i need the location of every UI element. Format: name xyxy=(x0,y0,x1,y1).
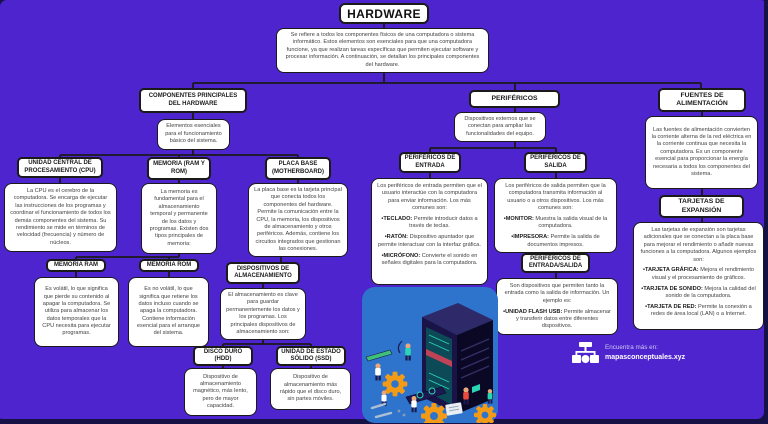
perifericos-salida-desc-node: Los periféricos de salida permiten que l… xyxy=(494,178,617,253)
tarjetas-item-sonido: •TARJETA DE SONIDO: Mejora la calidad de… xyxy=(641,285,756,299)
computer-assembly-illustration xyxy=(362,287,498,424)
worker-figure xyxy=(411,395,417,413)
hardware-title-node: HARDWARE xyxy=(339,3,429,24)
hardware-intro-node: Se refiere a todos los componentes físic… xyxy=(276,28,489,73)
tarjetas-label-node: TARJETAS DE EXPANSIÓN xyxy=(659,195,744,218)
tarjetas-item-red: •TARJETA DE RED: Permite la conexión a r… xyxy=(645,303,752,318)
placa-base-desc-node: La placa base es la tarjeta principal qu… xyxy=(248,183,348,258)
entrada-item-teclado: •TECLADO: Permite introducir datos a tra… xyxy=(381,216,478,230)
gear-icon xyxy=(421,403,447,424)
ssd-label-node: UNIDAD DE ESTADO SÓLIDO (SSD) xyxy=(276,346,346,367)
gear-icon xyxy=(382,371,408,397)
memoria-rom-desc-node: Es no volátil, lo que significa que reti… xyxy=(128,277,209,347)
circuit-board-graphic xyxy=(365,349,393,362)
tarjetas-item-grafica: •TARJETA GRÁFICA: Mejora el rendimiento … xyxy=(643,267,754,281)
memoria-desc-node: La memoria es fundamental para el almace… xyxy=(141,183,217,254)
assembly-illustration xyxy=(362,287,498,424)
memoria-ram-label-node: MEMORIA RAM xyxy=(46,259,106,272)
gear-icon xyxy=(473,403,497,424)
watermark-link[interactable]: mapasconceptuales.xyz xyxy=(605,353,686,361)
tarjetas-desc-text: Las tarjetas de expansión son tarjetas a… xyxy=(640,227,757,263)
pc-tower-graphic xyxy=(422,303,493,414)
ssd-desc-node: Dispositivo de almacenamiento más rápido… xyxy=(270,368,351,410)
entrada-desc-text: Los periféricos de entrada permiten que … xyxy=(377,183,482,212)
entrada-item-microfono: •MICRÓFONO: Convierte el sonido en señal… xyxy=(381,252,478,266)
placa-base-label-node: PLACA BASE (MOTHERBOARD) xyxy=(265,157,331,180)
perifericos-salida-label-node: PERIFÉRICOS DE SALIDA xyxy=(524,152,587,173)
memoria-rom-label-node: MEMORIA ROM xyxy=(139,259,199,272)
perifericos-entrada-desc-node: Los periféricos de entrada permiten que … xyxy=(371,178,488,285)
almacenamiento-label-node: DISPOSITIVOS DE ALMACENAMIENTO xyxy=(226,262,300,284)
watermark-tagline: Encuentra más en: xyxy=(605,343,658,351)
es-item-usb: •UNIDAD FLASH USB: Permite almacenar y t… xyxy=(503,308,611,330)
screw-icon xyxy=(397,409,401,413)
almacenamiento-desc-node: El almacenamiento es clave para guardar … xyxy=(220,288,306,341)
screw-icon xyxy=(402,413,406,417)
entrada-item-raton: •RATÓN: Dispositivo apuntador que permit… xyxy=(378,234,481,248)
hdd-label-node: DISCO DURO (HDD) xyxy=(193,346,253,367)
cpu-label-node: UNIDAD CENTRAL DE PROCESAMIENTO (CPU) xyxy=(17,157,103,178)
fuentes-desc-node: Las fuentes de alimentación convierten l… xyxy=(645,116,758,189)
perifericos-label-node: PERIFÉRICOS xyxy=(469,90,560,108)
tarjetas-desc-node: Las tarjetas de expansión son tarjetas a… xyxy=(633,222,764,330)
worker-figure xyxy=(375,363,381,381)
worker-figure xyxy=(397,340,411,361)
wrench-icon xyxy=(370,402,393,419)
hdd-desc-node: Dispositivo de almacenamiento magnético,… xyxy=(184,368,257,416)
salida-item-monitor: •MONITOR: Muestra la salida visual de la… xyxy=(503,216,608,230)
es-desc-text: Son dispositivos que permiten tanto la e… xyxy=(504,283,610,304)
worker-figure xyxy=(463,387,469,405)
fuentes-label-node: FUENTES DE ALIMENTACIÓN xyxy=(658,88,746,112)
memoria-ram-desc-node: Es volátil, lo que significa que pierde … xyxy=(34,277,119,347)
worker-figure xyxy=(487,389,493,404)
perifericos-es-label-node: PERIFÉRICOS DE ENTRADA/SALIDA xyxy=(521,253,590,274)
perifericos-es-desc-node: Son dispositivos que permiten tanto la e… xyxy=(496,278,618,335)
cpu-desc-node: La CPU es el cerebro de la computadora. … xyxy=(4,183,117,252)
perifericos-desc-node: Dispositivos externos que se conectan pa… xyxy=(454,112,546,143)
notepad-icon xyxy=(445,402,463,416)
memoria-label-node: MEMORIA (RAM Y ROM) xyxy=(147,157,211,180)
perifericos-entrada-label-node: PERIFÉRICOS DE ENTRADA xyxy=(399,152,461,173)
salida-desc-text: Los periféricos de salida permiten que l… xyxy=(505,183,606,212)
flowchart-icon xyxy=(572,342,599,363)
componentes-label-node: COMPONENTES PRINCIPALES DEL HARDWARE xyxy=(139,88,247,113)
watermark: Encuentra más en: mapasconceptuales.xyz xyxy=(572,341,685,365)
salida-item-impresora: •IMPRESORA: Permite la salida de documen… xyxy=(511,234,600,248)
componentes-desc-node: Elementos esenciales para el funcionamie… xyxy=(157,119,230,150)
